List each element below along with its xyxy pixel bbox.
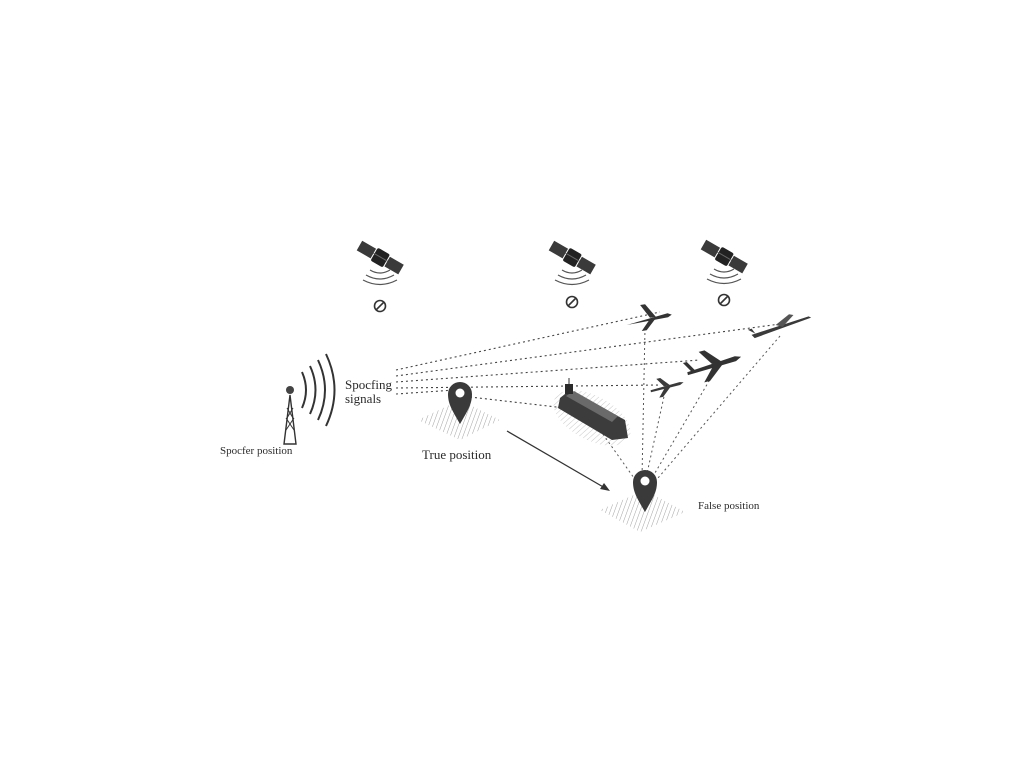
location-pin-icon (448, 382, 472, 424)
displacement-arrow (506, 430, 610, 491)
airplane-icon (747, 314, 812, 339)
spoofing-signals-label: Spocfing signals (345, 378, 392, 406)
airplane-icon (626, 304, 672, 331)
radio-tower-icon (283, 386, 297, 445)
satellite-icon (700, 239, 748, 285)
blocked-signal-icon (373, 299, 387, 313)
signal-line-to-true-pin (395, 389, 456, 395)
spoofing-signals-label-line1: Spocfing (345, 377, 392, 392)
convergence-line-airliner (651, 375, 713, 479)
satellite-icon (356, 240, 404, 286)
spoofer-position-label: Spocfer position (220, 445, 293, 457)
signal-line-to-airliner (395, 359, 701, 383)
convergence-line-jet (641, 327, 646, 479)
convergence-line-small-plane (645, 391, 666, 479)
blocked-signal-icon (717, 293, 731, 307)
airplane-icon (682, 350, 742, 383)
false-position-lines (599, 327, 781, 479)
signal-line-to-small-plane (395, 384, 661, 389)
false-position-marker (600, 470, 685, 532)
spoofing-signals-label-line2: signals (345, 391, 382, 406)
airplane-icon (650, 378, 684, 398)
convergence-line-drone (657, 335, 781, 479)
satellite-icon (548, 240, 596, 286)
false-position-label: False position (698, 500, 760, 512)
blocked-signal-icon (565, 295, 579, 309)
spoofing-signal-lines (395, 311, 781, 409)
true-position-label: True position (422, 447, 492, 462)
location-pin-icon (633, 470, 657, 512)
signal-line-to-ship (469, 396, 566, 409)
signal-line-to-jet (395, 311, 661, 371)
true-position-marker (418, 382, 500, 440)
spoofer-radio-waves (301, 353, 336, 427)
cargo-ship-icon (553, 378, 631, 446)
signal-line-to-drone (395, 323, 781, 377)
